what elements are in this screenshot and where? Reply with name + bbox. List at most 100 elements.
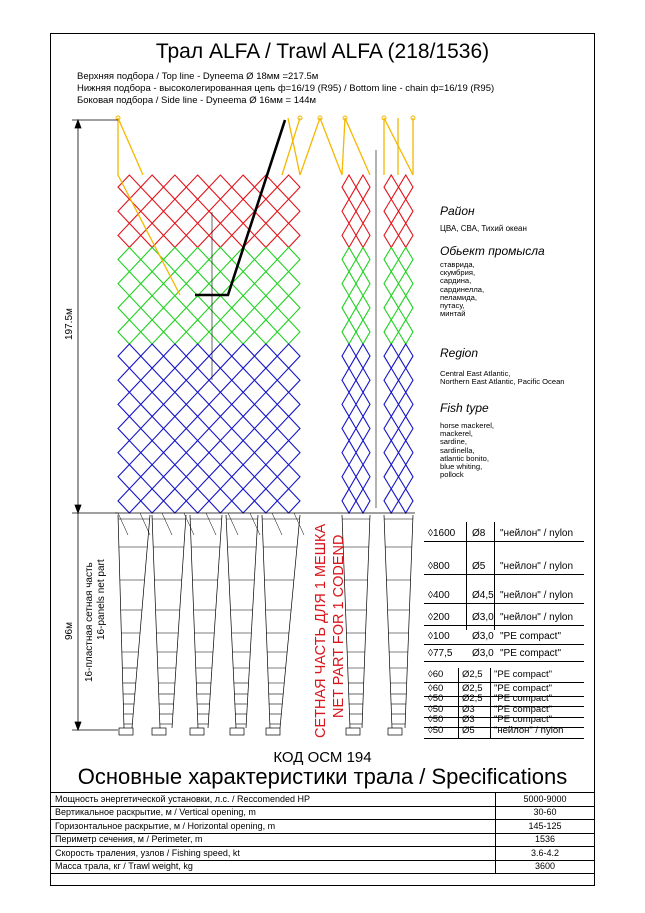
mesh-row-divider	[424, 682, 584, 683]
front-panel-mesh	[162, 463, 188, 490]
front-panel-mesh	[162, 415, 188, 442]
arrow-head	[74, 118, 82, 129]
back-panel-mesh	[397, 294, 414, 321]
front-panel-mesh	[117, 367, 142, 394]
mesh-diameter: Ø2,5	[462, 669, 483, 680]
front-panel-mesh	[117, 343, 142, 369]
wing-line	[344, 117, 371, 176]
front-panel-mesh	[276, 488, 301, 514]
lower-panel	[404, 514, 414, 729]
side-panel-mesh	[341, 439, 357, 466]
front-panel-mesh	[253, 391, 279, 418]
codend-stub	[151, 727, 167, 736]
fish-en-item: pollock	[440, 470, 464, 480]
front-panel-mesh	[253, 463, 279, 490]
mesh-size: ◊60	[428, 669, 444, 680]
front-panel-mesh	[253, 488, 279, 514]
front-panel-mesh	[117, 246, 142, 273]
wing-end-ring	[410, 115, 416, 121]
mesh-size: ◊60	[428, 683, 444, 694]
mesh-size: ◊50	[428, 693, 444, 704]
lower-hatch	[293, 512, 305, 536]
front-panel-mesh	[276, 343, 301, 369]
region-en-item: Central East Atlantic,	[440, 369, 511, 378]
front-panel-mesh	[162, 439, 188, 466]
back-panel-mesh	[383, 318, 400, 346]
side-panel-mesh	[355, 270, 371, 297]
back-panel-mesh	[397, 415, 414, 442]
back-panel-mesh	[397, 439, 414, 466]
mesh-material: "PE compact"	[494, 683, 552, 694]
fish-en-item: sardinella,	[440, 445, 475, 455]
front-panel-mesh	[139, 488, 165, 514]
front-panel-mesh	[139, 439, 165, 466]
front-panel-mesh	[139, 246, 165, 273]
fish-ru-title: Обьект промысла	[440, 244, 545, 258]
codend-note-en: NET PART FOR 1 CODEND	[331, 534, 347, 718]
region-en-list: Central East Atlantic,Northern East Atla…	[440, 369, 565, 386]
lower-panel	[361, 514, 371, 729]
lower-hatch	[183, 512, 195, 536]
back-panel-mesh	[383, 173, 400, 201]
back-panel-mesh	[397, 463, 414, 490]
front-panel-mesh	[185, 319, 210, 345]
front-panel-mesh	[117, 488, 142, 514]
fish-ru-item: путасу,	[440, 301, 465, 311]
side-panel-mesh	[355, 342, 371, 370]
side-panel-mesh	[341, 415, 357, 442]
code-label: КОД ОСМ 194	[273, 749, 372, 766]
drawing-title: Трал ALFA / Trawl ALFA (218/1536)	[155, 40, 490, 63]
front-panel-mesh	[162, 294, 188, 321]
fish-en-title: Fish type	[440, 401, 489, 415]
mesh-diameter: Ø4,5	[472, 590, 494, 601]
front-panel-mesh	[230, 488, 256, 514]
mesh-diameter: Ø3	[462, 704, 475, 715]
mesh-row-divider	[424, 574, 584, 575]
back-panel-mesh	[383, 415, 400, 442]
mesh-size: ◊400	[428, 590, 450, 601]
mesh-diameter: Ø3	[462, 714, 475, 725]
specifications-title: Основные характеристики трала / Specific…	[77, 764, 568, 789]
front-panel-mesh	[276, 294, 301, 321]
fish-en-item: mackerel,	[440, 429, 473, 439]
wing-end-ring	[342, 115, 348, 121]
spec-label: Периметр сечения, м / Perimeter, m	[50, 832, 496, 847]
fish-en-item: horse mackerel,	[440, 421, 495, 430]
spec-label: Скорость траления, узлов / Fishing speed…	[50, 846, 496, 861]
front-panel-mesh	[162, 488, 188, 514]
wing-line	[117, 118, 181, 296]
mesh-row-divider	[424, 696, 584, 697]
wing-end-ring	[317, 115, 323, 121]
side-panel-mesh	[355, 463, 371, 490]
spec-label: Масса трала, кг / Trawl weight, kg	[50, 859, 496, 874]
back-panel-mesh	[383, 463, 400, 490]
spec-row: Вертикальное раскрытие, м / Vertical ope…	[50, 805, 595, 820]
side-panel-mesh	[341, 222, 357, 249]
front-panel-mesh	[253, 319, 279, 345]
front-panel-mesh	[185, 415, 210, 442]
back-panel-mesh	[397, 222, 414, 249]
spec-value: 3600	[495, 859, 595, 874]
side-panel-mesh	[341, 463, 357, 490]
lower-panel	[383, 514, 393, 729]
back-panel-mesh	[383, 439, 400, 466]
front-panel-mesh	[276, 319, 301, 345]
side-panel-mesh	[341, 246, 357, 273]
mesh-material: "нейлон" / nylon	[500, 528, 574, 539]
side-panel-mesh	[355, 173, 371, 201]
lower-panel	[207, 514, 223, 729]
lower-hatch	[227, 512, 239, 536]
mesh-material: "нейлон" / nylon	[500, 612, 574, 623]
mesh-material: "PE compact"	[500, 631, 562, 642]
back-panel-mesh	[383, 342, 400, 370]
fish-ru-item: ставрида,	[440, 260, 475, 269]
back-panel-mesh	[383, 198, 400, 225]
mesh-row-divider	[424, 625, 584, 626]
spec-value: 5000-9000	[495, 792, 595, 807]
front-panel-mesh	[162, 319, 188, 345]
mesh-row-divider	[424, 603, 584, 604]
fish-ru-item: минтай	[440, 309, 466, 319]
codend-stub	[387, 727, 403, 736]
mesh-diameter: Ø2,5	[462, 683, 483, 694]
